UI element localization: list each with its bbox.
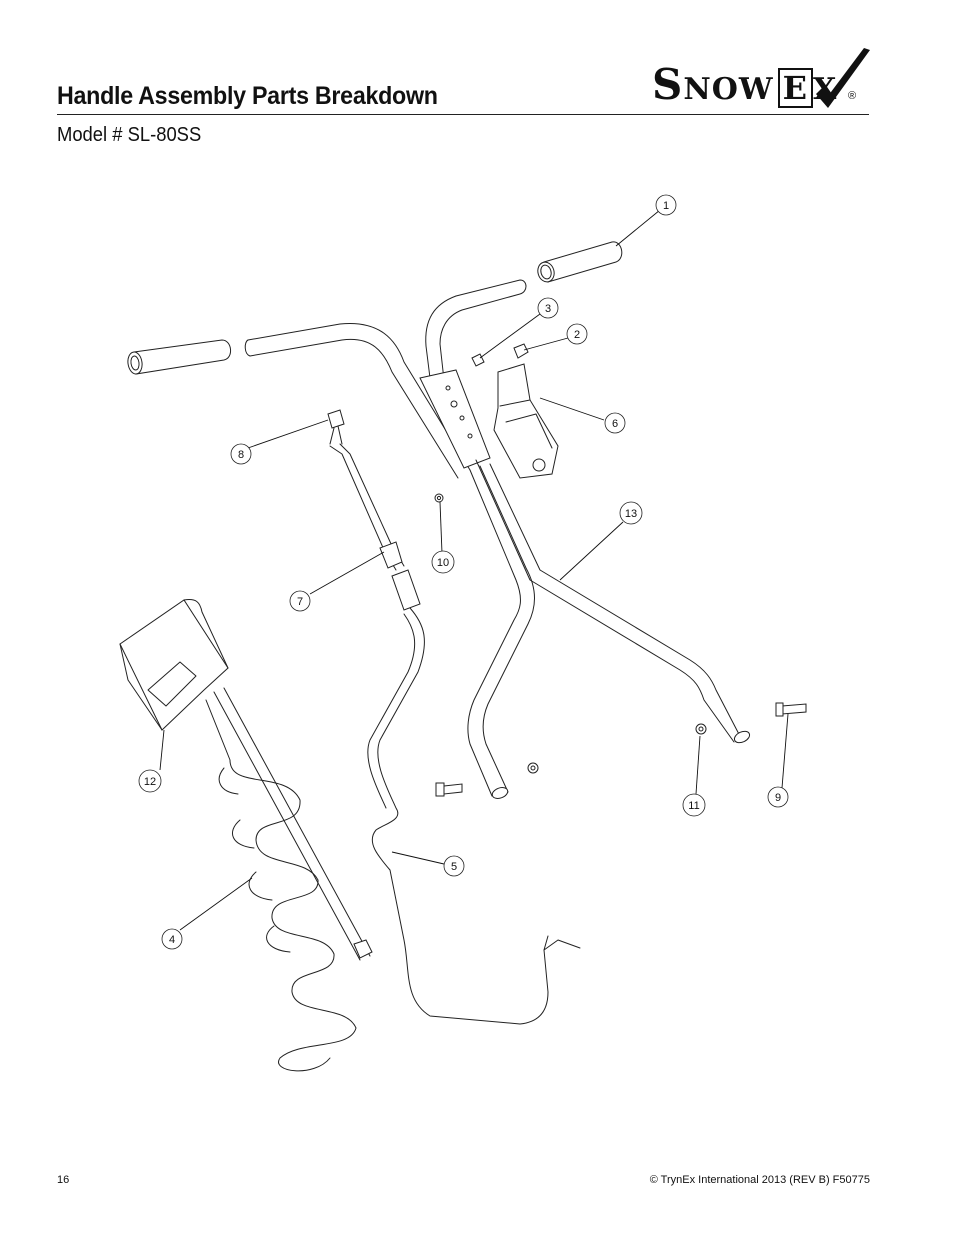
part-upper-handle [244, 279, 527, 479]
part-bolt-9 [775, 702, 807, 717]
svg-text:3: 3 [545, 303, 551, 315]
part-wire-harness [329, 443, 421, 611]
part-nut-lower [527, 762, 539, 774]
callout-9: 9 [767, 786, 789, 808]
callout-13: 13 [619, 501, 643, 525]
callout-2: 2 [566, 323, 588, 345]
svg-text:13: 13 [625, 508, 637, 520]
svg-text:9: 9 [775, 792, 781, 804]
part-fastener-2 [513, 343, 529, 359]
part-grip-right [537, 241, 623, 283]
svg-text:6: 6 [612, 418, 618, 430]
title-divider [57, 114, 869, 115]
callout-6: 6 [604, 412, 626, 434]
part-control-box [119, 599, 229, 731]
page-number: 16 [57, 1174, 70, 1186]
part-nut-10 [434, 493, 444, 503]
part-cable [367, 607, 581, 1025]
part-fastener-3 [471, 353, 485, 367]
svg-text:12: 12 [144, 776, 156, 788]
callout-4: 4 [161, 928, 183, 950]
svg-text:2: 2 [574, 329, 580, 341]
callout-10: 10 [431, 550, 455, 574]
part-bolt-lower [435, 782, 463, 797]
svg-text:8: 8 [238, 449, 244, 461]
callout-12: 12 [138, 769, 162, 793]
svg-text:1: 1 [663, 200, 669, 212]
model-number: Model # SL-80SS [57, 124, 202, 146]
part-lower-handle [467, 459, 751, 799]
checkmark-icon [816, 48, 870, 108]
svg-text:11: 11 [688, 800, 699, 812]
svg-text:10: 10 [437, 557, 449, 569]
part-coiled-cord [205, 687, 373, 1072]
callout-1: 1 [655, 194, 677, 216]
part-mount-bracket [493, 363, 559, 479]
part-grip-left [127, 339, 231, 375]
leader-lines [159, 209, 789, 931]
callout-3: 3 [537, 297, 559, 319]
callout-8: 8 [230, 443, 252, 465]
callout-7: 7 [289, 590, 311, 612]
svg-text:4: 4 [169, 934, 175, 946]
svg-text:7: 7 [297, 596, 303, 608]
page-title: Handle Assembly Parts Breakdown [57, 82, 438, 110]
svg-text:5: 5 [451, 861, 457, 873]
copyright-notice: © TrynEx International 2013 (REV B) F507… [649, 1174, 870, 1186]
part-nut-11 [695, 723, 707, 735]
callout-5: 5 [443, 855, 465, 877]
callout-11: 11 [682, 793, 706, 817]
registered-mark: ® [848, 90, 857, 102]
part-switch [327, 409, 345, 445]
